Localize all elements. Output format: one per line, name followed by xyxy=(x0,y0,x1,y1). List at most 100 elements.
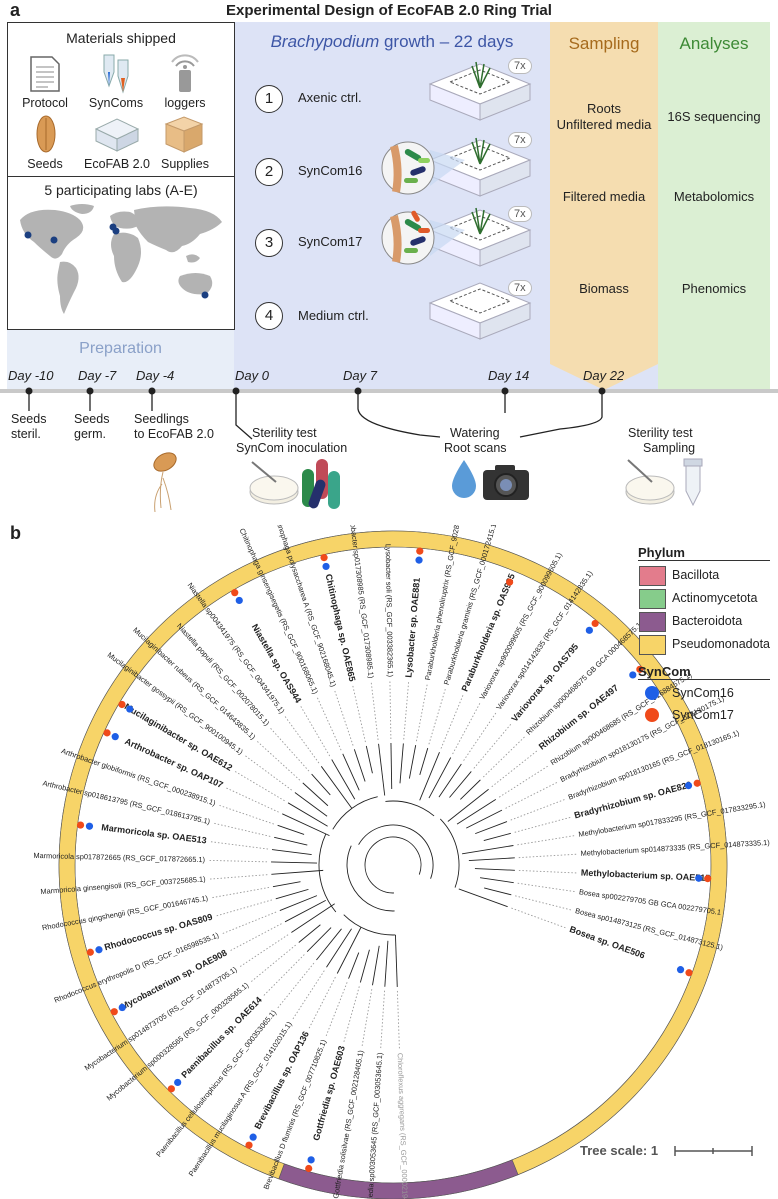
leaf-connector xyxy=(396,990,400,1050)
syncom-dot xyxy=(174,1078,182,1087)
condition-number-2: 2 xyxy=(255,158,283,186)
syncom-dot xyxy=(307,1156,315,1164)
clade-arc-4 xyxy=(439,818,460,888)
tree-branch xyxy=(274,836,308,846)
ecofab-syncom16-illustration xyxy=(381,137,532,197)
material-label-loggers: loggers xyxy=(164,96,206,110)
leaf-connector xyxy=(238,934,289,968)
clade-arc-6 xyxy=(358,824,434,879)
tree-leaf: Paraburkholderia sp. OAS925 xyxy=(459,572,516,693)
leaf-connector xyxy=(308,976,336,1030)
replicate-badge-4: 7x xyxy=(508,280,532,296)
sampling-item-unfiltered: Unfiltered media xyxy=(556,117,652,132)
condition-number-4: 4 xyxy=(255,302,283,330)
tree-branch xyxy=(475,821,508,835)
legend-divider-2 xyxy=(638,679,770,680)
tree-branch xyxy=(275,888,309,900)
leaf-connector xyxy=(208,859,268,863)
water-drop-icon xyxy=(452,460,476,498)
event-seeds-steril-1: Seeds xyxy=(11,412,47,426)
clade-arc-2 xyxy=(332,796,378,830)
ecofab-icon xyxy=(94,118,140,152)
tree-branch xyxy=(359,949,370,983)
syncom-dot xyxy=(245,1141,253,1149)
tree-branch xyxy=(306,927,332,953)
tree-branch xyxy=(271,861,318,864)
leaf-connector xyxy=(389,680,392,740)
leaf-connector xyxy=(505,781,559,809)
syncom-dot xyxy=(126,705,134,713)
tree-branch xyxy=(316,928,342,961)
event-seeds-steril-2: steril. xyxy=(11,427,41,441)
syncom-dot xyxy=(320,554,328,562)
leaf-connector xyxy=(212,822,271,837)
tree-branch xyxy=(277,824,305,835)
legend-swatch-bacteroidota xyxy=(639,612,666,632)
leaf-connector xyxy=(510,798,567,821)
syncom-dot xyxy=(695,874,703,882)
leaf-connector xyxy=(233,770,285,802)
tree-branch xyxy=(372,945,380,986)
leaf-connector xyxy=(343,986,360,1044)
leaf-connector xyxy=(291,970,325,1021)
bacteria-cluster-illustration xyxy=(302,459,340,509)
tree-leaf: Lysobacter soli (RS_GCF_003382365.1) xyxy=(384,544,395,677)
clade-arc-7 xyxy=(364,836,422,894)
tree-branch xyxy=(399,743,404,784)
timeline-markers xyxy=(25,387,606,440)
day-label-14: Day 14 xyxy=(488,368,530,383)
syncom-dot xyxy=(111,733,119,741)
leaf-connector xyxy=(452,701,481,755)
leaf-label: Lysobacter sp. OAE881 xyxy=(403,577,421,678)
tree-leaf: Methylobacterium sp014873335 (RS_GCF_014… xyxy=(580,838,770,858)
phylum-ring xyxy=(58,530,728,1199)
leaf-connector xyxy=(518,870,578,874)
tree-branch xyxy=(348,952,360,979)
day-label-22: Day 22 xyxy=(583,368,625,383)
growth-heading-genus: Brachypodium xyxy=(270,32,380,51)
material-label-ecofab: EcoFAB 2.0 xyxy=(84,157,151,171)
phylogenetic-tree: Chloroflexus aggregans (RS_GCF_000021945… xyxy=(33,525,770,1199)
analyses-item-phenomics: Phenomics xyxy=(681,281,747,296)
leaf-connector xyxy=(511,907,567,929)
labs-heading: 5 participating labs (A-E) xyxy=(44,182,198,198)
event-sampling-2: Sampling xyxy=(643,441,696,455)
legend-label-bacillota: Bacillota xyxy=(672,568,720,582)
tree-branch xyxy=(484,887,512,896)
leaf-connector xyxy=(333,689,354,746)
tree-branch xyxy=(394,934,398,987)
leaf-connector xyxy=(283,715,320,764)
tree-leaf: Gottfriedia sp003053645 (RS_GCF_00305364… xyxy=(364,1052,384,1199)
leaf-connector xyxy=(208,874,268,880)
tree-branch xyxy=(390,743,393,790)
syncom-dot xyxy=(235,596,243,605)
tree-branch xyxy=(449,771,472,798)
phylum-ring-segment-3 xyxy=(58,530,728,1180)
logger-icon xyxy=(171,54,199,92)
growth-heading: Brachypodium growth – 22 days xyxy=(234,32,550,52)
syncom-dot xyxy=(110,1008,118,1016)
tree-leaf: Methylobacterium sp. OAE515 xyxy=(581,868,712,883)
preparation-label: Preparation xyxy=(79,340,162,357)
tree-branch xyxy=(326,928,352,968)
leaf-connector xyxy=(215,899,273,917)
tree-branch xyxy=(378,743,386,796)
petri-dish-illustration-2 xyxy=(625,459,675,505)
tree-branches xyxy=(208,680,578,1050)
tree-branch xyxy=(282,813,330,837)
panel-a-letter: a xyxy=(10,0,21,20)
syncom-dot xyxy=(629,671,637,679)
ecofab-medium-illustration xyxy=(428,282,532,340)
tree-branch xyxy=(298,924,321,943)
syncom-dot xyxy=(676,966,685,974)
leaf-connector xyxy=(370,681,379,740)
day-label-minus10: Day -10 xyxy=(8,368,54,383)
syncom-dot xyxy=(704,875,712,883)
legend-label-pseudomonadota: Pseudomonadota xyxy=(672,637,770,651)
preparation-background xyxy=(7,330,234,390)
seed-icon xyxy=(36,115,56,153)
condition-number-3: 3 xyxy=(255,229,283,257)
tree-leaf: Chloroflexus aggregans (RS_GCF_000021945… xyxy=(396,1053,411,1199)
syncom-dot xyxy=(591,619,599,628)
petri-dish-illustration-1 xyxy=(249,461,299,505)
